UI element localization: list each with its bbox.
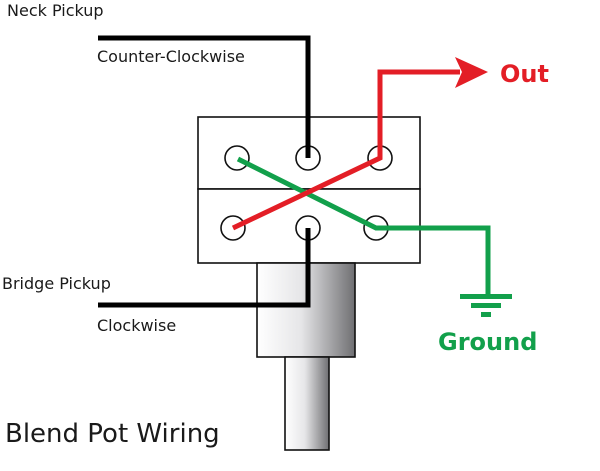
pot-shaft bbox=[284, 356, 330, 451]
counter-clockwise-label: Counter-Clockwise bbox=[97, 47, 245, 66]
lug-top-left bbox=[224, 145, 250, 171]
neck-pickup-wire bbox=[98, 35, 311, 158]
clockwise-label: Clockwise bbox=[97, 316, 176, 335]
out-wire bbox=[231, 69, 460, 231]
bridge-pickup-wire bbox=[98, 228, 311, 308]
ground-icon bbox=[460, 294, 512, 317]
lugs bbox=[220, 145, 393, 241]
out-label: Out bbox=[500, 60, 549, 88]
bridge-pickup-label: Bridge Pickup bbox=[2, 274, 111, 293]
ground-label: Ground bbox=[438, 328, 537, 356]
neck-pickup-label: Neck Pickup bbox=[7, 1, 104, 20]
arrow-right-icon bbox=[455, 57, 488, 88]
diagram-title: Blend Pot Wiring bbox=[5, 419, 220, 449]
